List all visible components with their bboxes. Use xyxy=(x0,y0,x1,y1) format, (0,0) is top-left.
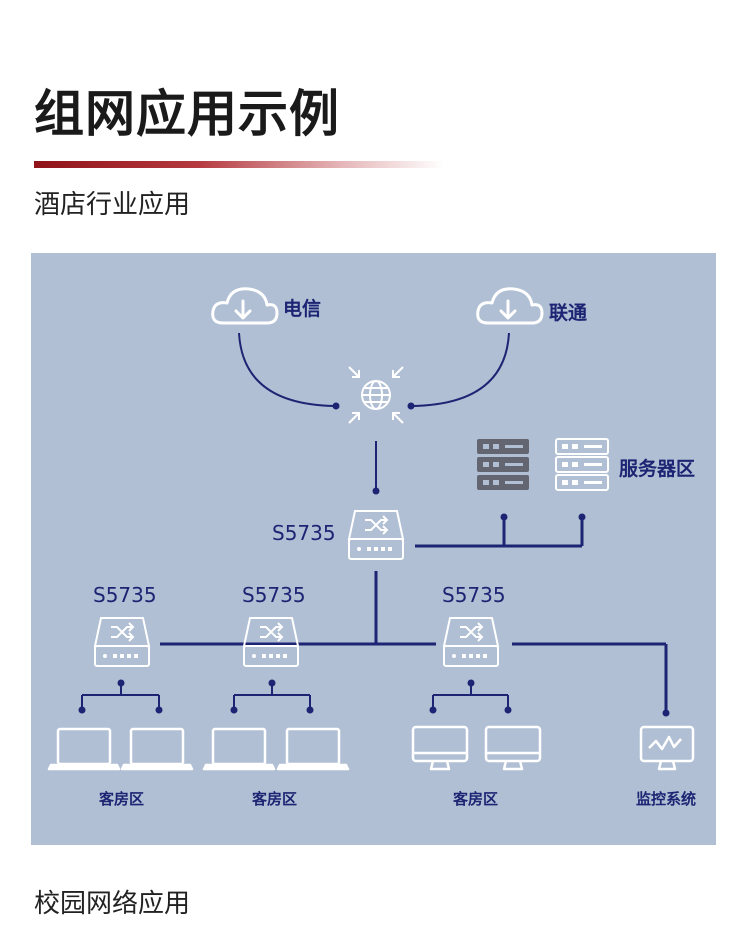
cloud-download-icon xyxy=(211,287,279,325)
zone-label-guest-room: 客房区 xyxy=(453,790,499,808)
server-icon xyxy=(555,438,609,491)
network-diagram-canvas xyxy=(47,287,695,771)
carrier-label-unicom: 联通 xyxy=(549,302,588,324)
laptop-icon xyxy=(120,727,194,771)
laptop-icon xyxy=(202,727,276,771)
switch-icon xyxy=(347,510,405,560)
server-zone-label: 服务器区 xyxy=(619,458,696,480)
access-switch-model-label: S5735 xyxy=(442,583,506,607)
page-title: 组网应用示例 xyxy=(34,85,340,143)
switch-icon xyxy=(93,617,151,667)
monitor-icon xyxy=(484,725,542,771)
server-icon xyxy=(477,439,529,490)
access-switch-model-label: S5735 xyxy=(93,583,157,607)
zone-label-surveillance: 监控系统 xyxy=(636,790,697,808)
cloud-download-icon xyxy=(476,287,544,325)
monitor-icon xyxy=(411,725,469,771)
network-diagram: 电信 联通 服务器区 S5735 S5735 S5735 S5735 客房区 客… xyxy=(31,253,716,845)
zone-label-guest-room: 客房区 xyxy=(99,790,145,808)
switch-icon xyxy=(442,617,500,667)
laptop-icon xyxy=(276,727,350,771)
access-switch-model-label: S5735 xyxy=(242,583,306,607)
core-switch-model-label: S5735 xyxy=(272,521,336,545)
zone-label-guest-room: 客房区 xyxy=(252,790,298,808)
section-heading-hotel: 酒店行业应用 xyxy=(34,190,191,220)
carrier-label-telecom: 电信 xyxy=(283,298,322,320)
surveillance-monitor-icon xyxy=(639,725,695,771)
section-heading-campus: 校园网络应用 xyxy=(34,889,191,919)
switch-icon xyxy=(242,617,300,667)
title-underline xyxy=(34,161,444,168)
globe-icon xyxy=(348,366,404,424)
link-telecom-internet xyxy=(238,332,337,407)
laptop-icon xyxy=(47,727,121,771)
connection-dots xyxy=(78,402,670,717)
link-unicom-internet xyxy=(410,332,510,407)
